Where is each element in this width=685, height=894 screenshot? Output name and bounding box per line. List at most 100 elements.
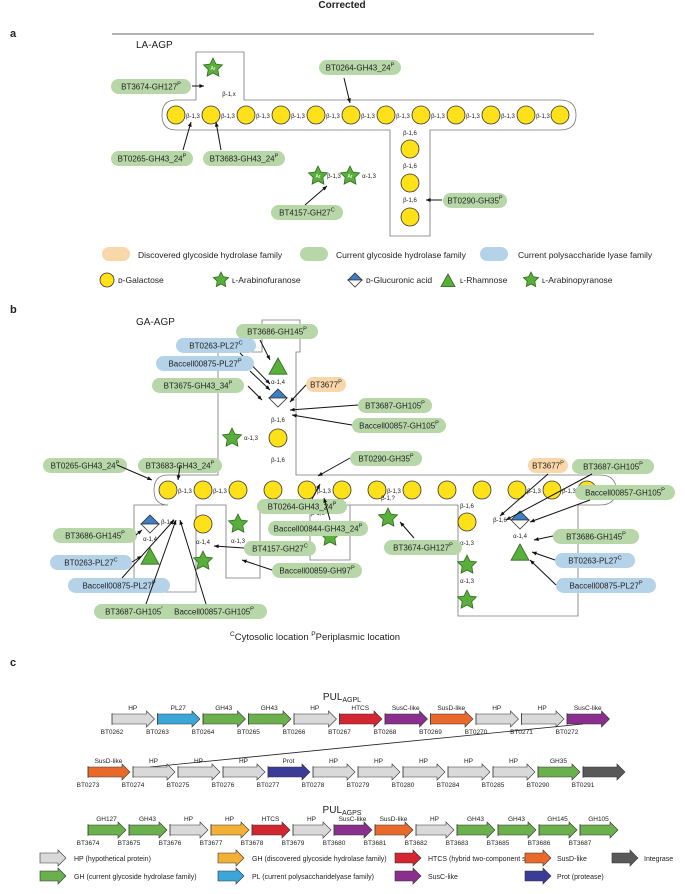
row2-gene-5 xyxy=(312,763,356,781)
row1-gene-id-9: BT0271 xyxy=(510,729,533,736)
arrow-head xyxy=(199,84,204,88)
legend-galactose: ᴅ-Galactose xyxy=(118,275,164,285)
row3-gene-label-2: HP xyxy=(184,816,193,823)
linkage-label: β-1,3 xyxy=(186,114,200,120)
legend-susc: SusC-like xyxy=(428,874,458,881)
legend-integrase-swatch xyxy=(611,849,639,867)
row1-gene-6 xyxy=(384,710,428,728)
row2-gene-id-7: BT0280 xyxy=(392,782,415,789)
enzyme-b-bt0263-left-label: BT0263-PL27C xyxy=(64,558,117,568)
arrow-head xyxy=(506,516,511,520)
row3-gene-id-8: BT3682 xyxy=(405,840,428,847)
arabinose-icon xyxy=(377,507,399,527)
row1-gene-label-10: SusC-like xyxy=(574,705,602,712)
row3-gene-id-12: BT3687 xyxy=(569,840,592,847)
linkage-label: β-1,3 xyxy=(527,489,541,495)
arabinose-icon xyxy=(227,513,249,533)
enzyme-b-bt3674-label: BT3674-GH127P xyxy=(393,543,453,553)
row1-gene-5 xyxy=(339,710,383,728)
row3-gene-label-4: HTCS xyxy=(262,816,280,823)
arrow-head xyxy=(169,520,174,525)
row1-gene-id-0: BT0262 xyxy=(101,729,124,736)
legend-family-gh: Current glycoside hydrolase family xyxy=(336,250,467,260)
linkage-label: β-1,3 xyxy=(291,114,305,120)
panel-c-letter: c xyxy=(10,657,16,669)
galactose-icon xyxy=(201,105,221,125)
galactose-icon xyxy=(332,480,352,500)
row2-gene-id-4: BT0277 xyxy=(257,782,280,789)
arabinose-icon xyxy=(339,165,361,185)
row2-gene-label-0: SusD-like xyxy=(95,758,123,765)
row3-gene-12 xyxy=(579,821,619,839)
arrow-head xyxy=(290,407,295,412)
linkage-label: β-1,3 xyxy=(361,114,375,120)
enzyme-b-baccell00859-pill xyxy=(272,563,362,578)
row3-gene-4 xyxy=(251,821,291,839)
arrow-head xyxy=(318,472,323,476)
enzyme-a-bt0290-pill xyxy=(443,193,507,208)
legend-htcs-swatch xyxy=(394,849,422,867)
row2-gene-label-4: Prot xyxy=(283,758,295,765)
enzyme-b-bt3686-right-pill xyxy=(553,529,639,544)
galactose-icon xyxy=(271,105,291,125)
arrow-line xyxy=(182,121,192,151)
ga-agp-outline xyxy=(133,319,617,617)
linkage-label: β-1,? xyxy=(381,496,395,502)
legend-pl-swatch xyxy=(217,867,245,885)
row2-gene-11 xyxy=(582,763,626,781)
row3-gene-label-12: GH105 xyxy=(588,816,609,823)
linkage-label: α-1,3 xyxy=(231,539,245,545)
enzyme-b-bt3677-right-label: BT3677P xyxy=(532,461,564,471)
linkage-label: α-1,3 xyxy=(362,174,376,180)
galactose-icon xyxy=(228,480,248,500)
row3-gene-6 xyxy=(333,821,373,839)
galactose-icon xyxy=(446,105,466,125)
enzyme-b-bt0265-label: BT0265-GH43_24P xyxy=(51,461,120,471)
arrow-line xyxy=(291,414,353,426)
linkage-label: β-1,6 xyxy=(403,131,417,137)
legend-susd-swatch xyxy=(524,849,552,867)
row2-gene-id-11: BT0291 xyxy=(572,782,595,789)
arrow-head xyxy=(214,544,219,549)
rhamnose-icon xyxy=(140,547,160,565)
linkage-label: β-1,3 xyxy=(396,114,410,120)
enzyme-b-baccell00857-left-pill xyxy=(161,604,267,619)
row1-gene-4 xyxy=(293,710,337,728)
galactose-icon xyxy=(341,105,361,125)
arrow-head xyxy=(347,98,351,103)
enzyme-b-bt3687-top-pill xyxy=(358,398,432,413)
enzyme-b-bt3686-top-label: BT3686-GH145P xyxy=(247,327,307,337)
enzyme-b-bt0263-left-pill xyxy=(50,555,132,570)
row3-gene-10 xyxy=(497,821,537,839)
row1-gene-0 xyxy=(111,710,155,728)
arrow-head xyxy=(172,520,177,525)
arrow-line xyxy=(121,519,175,579)
linkage-label: β-1,3 xyxy=(178,489,192,495)
galactose-icon xyxy=(457,512,477,532)
rhamnose-icon xyxy=(510,543,530,561)
galactose-icon xyxy=(411,105,431,125)
row3-gene-label-5: HP xyxy=(307,816,316,823)
row-connector xyxy=(149,723,584,768)
arrow-head xyxy=(316,484,320,489)
row1-gene-10 xyxy=(566,710,610,728)
row1-gene-label-3: GH43 xyxy=(261,705,278,712)
row3-gene-label-0: GH127 xyxy=(96,816,117,823)
enzyme-a-bt3683-pill xyxy=(203,151,285,166)
row2-gene-id-3: BT0276 xyxy=(212,782,235,789)
linkage-label: β-1,3 xyxy=(466,114,480,120)
enzyme-b-baccell00875-top-label: Baccell00875-PL27P xyxy=(168,359,241,369)
legend-gh-disc: GH (discovered glycoside hydrolase famil… xyxy=(252,856,387,863)
enzyme-a-bt3683-label: BT3683-GH43_24P xyxy=(210,154,279,164)
enzyme-b-bt4157-label: BT4157-GH27C xyxy=(252,544,308,554)
enzyme-b-baccell00844-label: Baccell00844-GH43_24P xyxy=(274,524,363,534)
arrow-line xyxy=(529,559,557,586)
arabinose-icon xyxy=(202,57,224,77)
row1-gene-label-6: SusC-like xyxy=(392,705,420,712)
arrow-head xyxy=(532,551,537,556)
arrow-line xyxy=(499,473,549,517)
linkage-label: α-1,3 xyxy=(244,436,258,442)
row2-gene-label-2: HP xyxy=(194,758,203,765)
row2-gene-6 xyxy=(357,763,401,781)
la-agp-outline xyxy=(161,51,577,237)
